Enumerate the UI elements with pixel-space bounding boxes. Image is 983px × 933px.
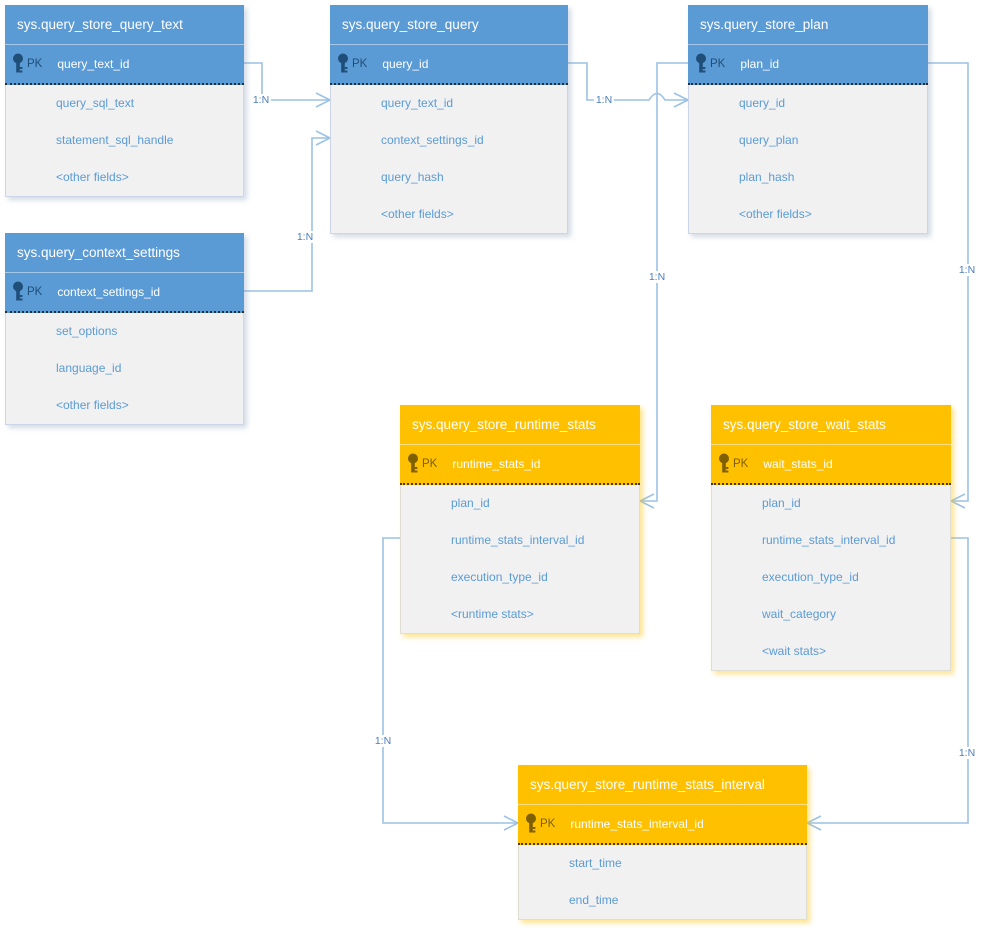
- table-title: sys.query_store_query: [330, 5, 568, 45]
- field-row: query_sql_text: [56, 96, 135, 110]
- field-row: wait_category: [762, 607, 837, 621]
- table-title: sys.query_context_settings: [5, 233, 244, 273]
- key-icon: [12, 53, 25, 76]
- table-title: sys.query_store_runtime_stats_interval: [518, 765, 807, 805]
- table-title: sys.query_store_wait_stats: [711, 405, 951, 445]
- field-row: query_text_id: [381, 96, 454, 110]
- key-icon: [12, 281, 25, 304]
- cardinality-label: 1:N: [250, 94, 272, 106]
- pk-label: PK: [422, 458, 438, 470]
- arrowhead: [503, 815, 520, 831]
- cardinality-label: 1:N: [593, 94, 615, 106]
- arrowhead: [673, 92, 690, 108]
- field-row: <other fields>: [56, 170, 129, 184]
- field-row: query_plan: [739, 133, 799, 147]
- field-row: statement_sql_handle: [56, 133, 174, 147]
- table-query-store-query-text[interactable]: sys.query_store_query_text PK query_text…: [5, 5, 244, 197]
- arrowhead: [315, 130, 332, 146]
- pk-label: PK: [733, 458, 749, 470]
- field-row: context_settings_id: [381, 133, 484, 147]
- pk-row: PK query_text_id: [5, 45, 244, 85]
- pk-label: PK: [540, 818, 556, 830]
- pk-field-name: query_text_id: [57, 57, 130, 71]
- pk-label: PK: [27, 58, 43, 70]
- key-icon: [337, 53, 350, 76]
- field-list: query_text_id context_settings_id query_…: [330, 85, 568, 234]
- field-row: start_time: [569, 856, 622, 870]
- table-query-store-query[interactable]: sys.query_store_query PK query_id query_…: [330, 5, 568, 234]
- field-row: set_options: [56, 324, 118, 338]
- field-list: plan_id runtime_stats_interval_id execut…: [400, 485, 640, 634]
- arrowhead: [315, 92, 332, 108]
- field-list: query_sql_text statement_sql_handle <oth…: [5, 85, 244, 197]
- cardinality-label: 1:N: [294, 231, 316, 243]
- cardinality-label: 1:N: [646, 271, 668, 283]
- field-row: execution_type_id: [451, 570, 548, 584]
- connector-query-plan: [568, 62, 688, 101]
- pk-label: PK: [710, 58, 726, 70]
- field-row: plan_id: [451, 496, 490, 510]
- table-title: sys.query_store_runtime_stats: [400, 405, 640, 445]
- key-icon: [525, 813, 538, 836]
- pk-row: PK plan_id: [688, 45, 928, 85]
- table-query-context-settings[interactable]: sys.query_context_settings PK context_se…: [5, 233, 244, 425]
- field-row: end_time: [569, 893, 619, 907]
- table-query-store-runtime-stats[interactable]: sys.query_store_runtime_stats PK runtime…: [400, 405, 640, 634]
- pk-field-name: context_settings_id: [57, 285, 161, 299]
- pk-row: PK context_settings_id: [5, 273, 244, 313]
- pk-field-name: query_id: [382, 57, 429, 71]
- arrowhead: [949, 493, 966, 509]
- pk-field-name: wait_stats_id: [763, 457, 833, 471]
- cardinality-label: 1:N: [372, 735, 394, 747]
- field-list: start_time end_time: [518, 845, 807, 920]
- table-query-store-plan[interactable]: sys.query_store_plan PK plan_id query_id…: [688, 5, 928, 234]
- field-row: plan_hash: [739, 170, 795, 184]
- field-row: <other fields>: [381, 207, 454, 221]
- pk-row: PK wait_stats_id: [711, 445, 951, 485]
- pk-field-name: plan_id: [740, 57, 780, 71]
- field-row: <wait stats>: [762, 644, 827, 658]
- pk-row: PK runtime_stats_id: [400, 445, 640, 485]
- field-row: query_id: [739, 96, 786, 110]
- pk-field-name: runtime_stats_interval_id: [570, 817, 704, 831]
- table-query-store-wait-stats[interactable]: sys.query_store_wait_stats PK wait_stats…: [711, 405, 951, 671]
- pk-field-name: runtime_stats_id: [452, 457, 541, 471]
- field-row: <other fields>: [56, 398, 129, 412]
- arrowhead: [638, 493, 655, 509]
- field-row: runtime_stats_interval_id: [762, 533, 896, 547]
- key-icon: [695, 53, 708, 76]
- field-row: runtime_stats_interval_id: [451, 533, 585, 547]
- field-list: query_id query_plan plan_hash <other fie…: [688, 85, 928, 234]
- table-title: sys.query_store_query_text: [5, 5, 244, 45]
- table-title: sys.query_store_plan: [688, 5, 928, 45]
- pk-label: PK: [352, 58, 368, 70]
- field-row: plan_id: [762, 496, 801, 510]
- field-row: execution_type_id: [762, 570, 859, 584]
- cardinality-label: 1:N: [956, 747, 978, 759]
- key-icon: [407, 453, 420, 476]
- field-row: query_hash: [381, 170, 444, 184]
- arrowhead: [805, 815, 822, 831]
- key-icon: [718, 453, 731, 476]
- field-row: language_id: [56, 361, 122, 375]
- table-query-store-runtime-stats-interval[interactable]: sys.query_store_runtime_stats_interval P…: [518, 765, 807, 920]
- pk-row: PK query_id: [330, 45, 568, 85]
- cardinality-label: 1:N: [956, 264, 978, 276]
- field-row: <other fields>: [739, 207, 812, 221]
- pk-row: PK runtime_stats_interval_id: [518, 805, 807, 845]
- field-list: plan_id runtime_stats_interval_id execut…: [711, 485, 951, 671]
- pk-label: PK: [27, 286, 43, 298]
- field-list: set_options language_id <other fields>: [5, 313, 244, 425]
- field-row: <runtime stats>: [451, 607, 534, 621]
- connector-context-query: [244, 137, 330, 292]
